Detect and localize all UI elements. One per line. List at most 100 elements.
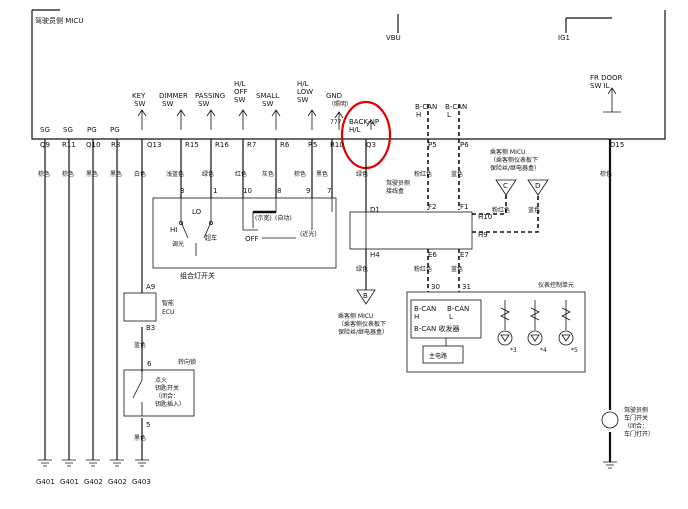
pin-p5: P5 (428, 141, 437, 149)
wire-color-5: 白色 (134, 170, 146, 178)
jb-wire-h10: 粉红色 (492, 206, 510, 214)
jb-wire-e7: 蓝色 (451, 265, 463, 273)
gauge-transceiver: B-CAN 收发器 (414, 324, 459, 333)
gnd-label-2: （照明） (328, 101, 352, 108)
pin-r6: R6 (280, 141, 290, 149)
wire-color-2: 棕色 (62, 170, 74, 178)
fr-door-label-2: SW IL (590, 82, 610, 90)
jb-title-2: 接线盒 (386, 187, 404, 195)
ground-g402-b: G402 (108, 478, 127, 486)
pass-micu-d: D (535, 182, 540, 190)
ecu-wire-color: 蓝色 (134, 341, 146, 349)
pin-p6: P6 (460, 141, 469, 149)
hl-low-sw-label-1: H/L (297, 80, 309, 88)
gauge-can-l-2: L (449, 313, 453, 321)
pin-d15: D15 (610, 141, 624, 149)
pg-label-1: PG (87, 126, 97, 134)
ground-g401-a: G401 (36, 478, 55, 486)
combo-auto-label: (自动) (275, 214, 292, 222)
gauge-main: 主电路 (429, 352, 447, 360)
micu-title: 驾驶员侧 MICU (35, 16, 83, 25)
gauge-can-h-1: B-CAN (414, 305, 436, 313)
hl-low-sw-label-2: LOW (297, 88, 313, 96)
pass-micu-bottom-2: （乘客侧仪表板下 (338, 320, 386, 328)
pass-micu-b: B (363, 292, 368, 300)
small-sw-label-2: SW (262, 100, 273, 108)
jb-h4: H4 (370, 251, 380, 259)
wire-color-15: 棕色 (600, 170, 612, 178)
steering-text-2: 钥匙开关 (155, 384, 179, 392)
wire-color-13: 粉红色 (414, 170, 432, 178)
ecu-label-1: 智能 (162, 299, 174, 307)
pass-micu-top-1: 乘客侧 MICU (490, 148, 525, 156)
pin-r15: R15 (185, 141, 199, 149)
ecu-pin-b3: B3 (146, 324, 155, 332)
combo-pin-10: 10 (243, 187, 252, 195)
combo-dimmer-label: 调光 (172, 240, 184, 248)
ecu-pin-a9: A9 (146, 283, 155, 291)
backup-label-1: BACK-UP (349, 118, 379, 126)
combo-hi-label: HI (170, 226, 177, 234)
wire-color-1: 棕色 (38, 170, 50, 178)
combo-pin-1: 1 (213, 187, 217, 195)
gauge-pin-30: 30 (431, 283, 440, 291)
sg-label-2: SG (63, 126, 73, 134)
hl-low-sw-label-3: SW (297, 96, 308, 104)
door-switch-symbol (601, 411, 619, 429)
wire-color-11: 黑色 (316, 170, 328, 178)
steering-text-3: （闭合： (155, 392, 179, 400)
pass-micu-top-3: 保险丝/继电器盒） (490, 164, 540, 172)
small-sw-label-1: SMALL (256, 92, 279, 100)
gauge-led-3: *3 (510, 347, 517, 354)
combo-pin-8: 8 (277, 187, 281, 195)
hl-off-sw-label-3: SW (234, 96, 245, 104)
pass-micu-c-triangle (495, 179, 517, 196)
pin-r16: R16 (215, 141, 229, 149)
door-switch-text-4: 车门打开） (624, 430, 654, 438)
steering-lock-box (123, 369, 195, 417)
wire-color-4: 黑色 (110, 170, 122, 178)
steering-lock-title: 转向锁 (178, 358, 196, 366)
hl-off-sw-label-1: H/L (234, 80, 246, 88)
steering-text-4: 钥匙插入） (155, 400, 185, 408)
combo-passing-label: 超车 (205, 234, 217, 242)
gnd-pin-label: 777 (330, 119, 342, 126)
passing-sw-label-2: SW (198, 100, 209, 108)
gauge-led-4: *4 (540, 347, 547, 354)
pass-micu-c: C (503, 182, 508, 190)
jb-f1: F1 (460, 203, 468, 211)
wire-color-8: 红色 (235, 170, 247, 178)
bcan-l-label-1: B-CAN (445, 103, 467, 111)
bcan-h-label-2: H (416, 111, 421, 119)
jb-e6: E6 (428, 251, 437, 259)
combo-off-label: OFF (245, 235, 259, 243)
bcan-h-label-1: B-CAN (415, 103, 437, 111)
passing-sw-label-1: PASSING (195, 92, 225, 100)
steering-pin-5: 5 (146, 421, 150, 429)
pin-r8: R8 (111, 141, 120, 149)
combo-switch-label: 组合灯开关 (180, 271, 215, 280)
wire-color-7: 绿色 (202, 170, 214, 178)
jb-d1: D1 (370, 206, 380, 214)
pin-r5: R5 (308, 141, 317, 149)
smart-ecu-box (123, 292, 157, 322)
jb-wire-h4: 绿色 (356, 265, 368, 273)
main-circuit-box (422, 345, 464, 364)
pin-r10: R10 (330, 141, 344, 149)
jb-h10: H10 (478, 213, 492, 221)
ground-g401-b: G401 (60, 478, 79, 486)
steering-text-1: 点火 (155, 376, 167, 384)
combo-small-label: (示宽) (255, 214, 272, 222)
micu-box (31, 10, 666, 140)
jb-e7: E7 (460, 251, 469, 259)
door-switch-text-3: （闭合： (624, 422, 648, 430)
combo-low-label: (近光) (300, 230, 317, 238)
pass-micu-bottom-1: 乘客侧 MICU (338, 312, 373, 320)
gauge-box (406, 291, 586, 373)
door-switch-text-2: 车门开关 (624, 414, 648, 422)
gauge-pin-31: 31 (462, 283, 471, 291)
dimmer-sw-label-2: SW (162, 100, 173, 108)
vbu-label: VBU (386, 34, 401, 42)
pass-micu-bottom-3: 保险丝/继电器盒） (338, 328, 388, 336)
